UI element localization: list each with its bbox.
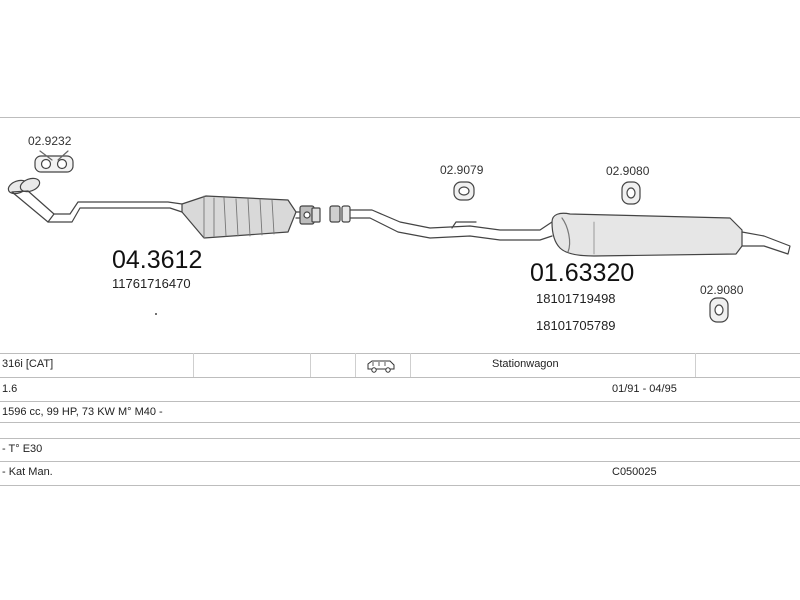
type-cell: - T° E30 <box>2 443 43 455</box>
catalytic-converter-drawing <box>181 195 321 239</box>
table-rule <box>0 353 800 354</box>
specs-cell: 1596 cc, 99 HP, 73 KW M° M40 - <box>2 406 163 418</box>
gasket-icon <box>34 150 74 173</box>
hanger-part-number: 02.9080 <box>700 283 744 297</box>
note-cell: - Kat Man. <box>2 466 53 478</box>
code-cell: C050025 <box>612 466 657 478</box>
table-rule <box>0 485 800 486</box>
model-cell: 316i [CAT] <box>2 358 54 370</box>
table-rule <box>0 401 800 402</box>
car-icon <box>367 360 395 373</box>
gasket-part-number: 02.9232 <box>28 134 72 148</box>
years-cell: 01/91 - 04/95 <box>612 383 677 395</box>
engine-cell: 1.6 <box>2 383 18 395</box>
rear-muffler-oem-number: 18101719498 <box>536 291 616 306</box>
front-pipe-part-number: 04.3612 <box>112 246 203 274</box>
rear-muffler-oem-number: 18101705789 <box>536 318 616 333</box>
table-divider <box>310 353 311 377</box>
rear-muffler-drawing <box>551 212 791 257</box>
rubber-ring-icon <box>453 181 475 201</box>
table-divider <box>410 353 411 377</box>
table-divider <box>355 353 356 377</box>
middle-pipe-drawing <box>329 205 553 241</box>
table-rule <box>0 438 800 439</box>
table-rule <box>0 461 800 462</box>
divider <box>0 117 800 118</box>
body-type-cell: Stationwagon <box>492 358 559 370</box>
hanger-icon <box>621 181 641 205</box>
front-pipe-oem-number: 11761716470 <box>112 276 191 291</box>
rear-muffler-part-number: 01.63320 <box>530 259 635 287</box>
table-divider <box>193 353 194 377</box>
hanger-part-number: 02.9080 <box>606 164 650 178</box>
rubber-ring-part-number: 02.9079 <box>440 163 484 177</box>
hanger-icon <box>709 297 729 323</box>
front-pipe-drawing <box>7 177 183 223</box>
table-rule <box>0 377 800 378</box>
table-rule <box>0 422 800 423</box>
table-divider <box>695 353 696 377</box>
